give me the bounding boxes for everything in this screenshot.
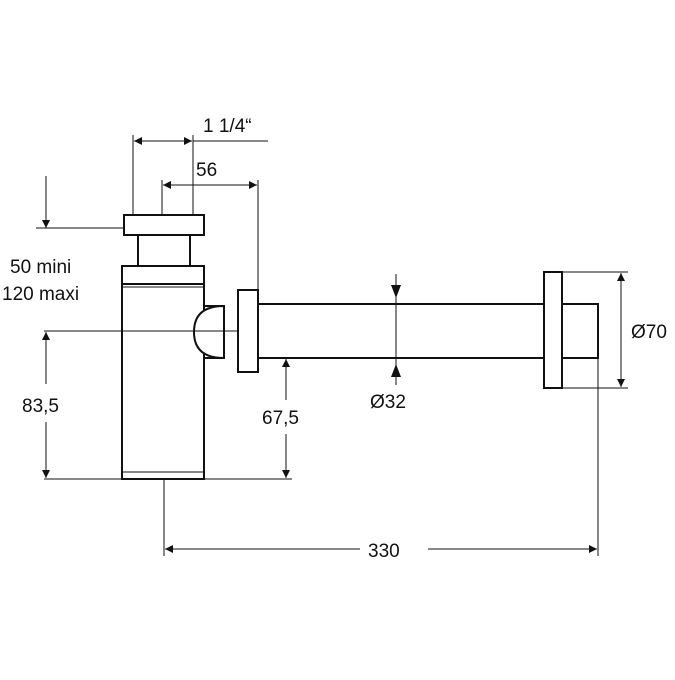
length-330-label: 330 xyxy=(368,541,400,562)
pipe-diameter-label: Ø32 xyxy=(370,392,406,413)
trap-collar xyxy=(121,265,205,285)
thread-size-label: 1 1/4“ xyxy=(203,116,252,137)
height-83-5-label: 83,5 xyxy=(22,396,59,417)
dim-length-330: 330 xyxy=(163,358,599,562)
trap-body xyxy=(121,282,205,480)
dim-height-83-5: 83,5 xyxy=(22,330,292,480)
dim-pipe-diameter: Ø32 xyxy=(370,274,406,413)
dim-thread-size: 1 1/4“ xyxy=(132,116,268,215)
wall-sleeve xyxy=(561,303,599,359)
dim-height-range: 50 mini 120 maxi xyxy=(2,176,124,305)
waste-cap xyxy=(123,214,205,236)
height-range-min-label: 50 mini xyxy=(10,257,71,278)
waste-stem xyxy=(137,233,191,267)
wall-flange xyxy=(543,271,563,389)
outlet-nut xyxy=(237,289,259,373)
outlet-pipe xyxy=(192,271,599,389)
dim-flange-diameter: Ø70 xyxy=(562,271,667,389)
dim-height-67-5: 67,5 xyxy=(262,359,299,478)
dim-offset-56: 56 xyxy=(161,160,259,290)
flange-diameter-label: Ø70 xyxy=(631,322,667,343)
height-67-5-label: 67,5 xyxy=(262,408,299,429)
bottle-trap xyxy=(121,214,205,480)
offset-56-label: 56 xyxy=(196,160,217,181)
height-range-max-label: 120 maxi xyxy=(2,284,79,305)
outlet-bend xyxy=(192,304,225,360)
horizontal-pipe xyxy=(257,303,545,359)
